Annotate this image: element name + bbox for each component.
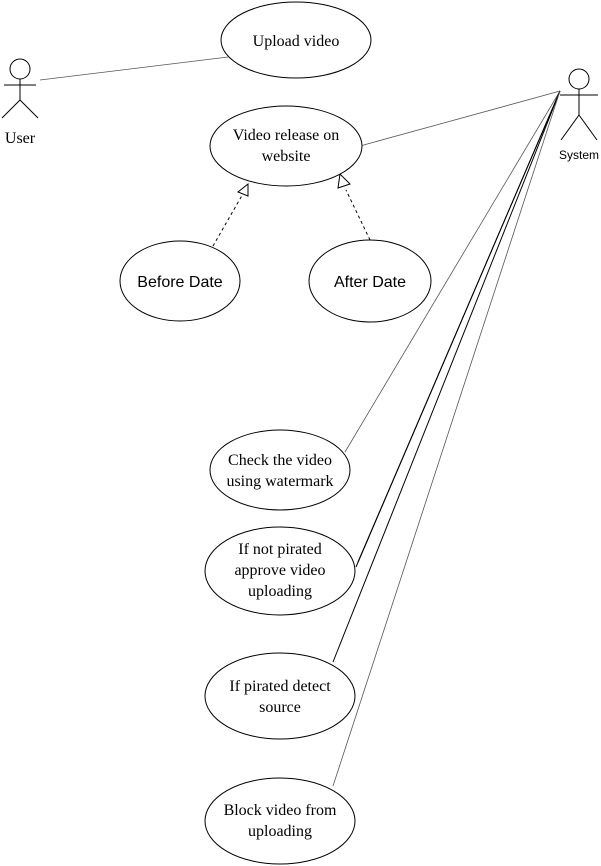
usecase-block-video-line1: Block video from: [224, 802, 337, 819]
usecase-not-pirated[interactable]: If not pirated approve video uploading: [204, 526, 356, 616]
assoc-system-block: [332, 90, 561, 787]
usecase-before-date[interactable]: Before Date: [119, 240, 241, 322]
usecase-video-release[interactable]: Video release on website: [209, 105, 363, 187]
system-label: System: [559, 148, 599, 162]
assoc-user-upload: [39, 56, 229, 81]
assoc-system-release: [359, 90, 561, 147]
usecase-check-watermark-line1: Check the video: [228, 452, 332, 469]
assoc-system-notpirated-b: [357, 90, 561, 563]
usecase-after-date[interactable]: After Date: [308, 239, 432, 323]
usecase-before-date-label: Before Date: [137, 274, 222, 291]
usecase-video-release-line1: Video release on: [233, 127, 340, 144]
usecase-not-pirated-line1: If not pirated: [238, 541, 322, 558]
usecase-after-date-label: After Date: [334, 274, 406, 291]
usecase-pirated-detect-line2: source: [259, 699, 301, 716]
assoc-system-check: [344, 90, 561, 453]
usecase-not-pirated-line2: approve video: [234, 562, 325, 579]
generalization-after: [345, 189, 371, 241]
user-label: User: [5, 130, 36, 147]
assoc-system-pirated: [332, 90, 561, 663]
usecase-block-video[interactable]: Block video from uploading: [204, 777, 356, 865]
usecase-block-video-line2: uploading: [248, 823, 312, 840]
usecase-not-pirated-line3: uploading: [248, 583, 312, 600]
usecase-upload-video[interactable]: Upload video: [220, 1, 372, 79]
arrowhead-before: [237, 182, 249, 197]
usecase-upload-video-label: Upload video: [253, 33, 340, 50]
system-actor[interactable]: System: [559, 68, 599, 162]
usecase-pirated-detect-line1: If pirated detect: [229, 678, 331, 695]
usecase-check-watermark-line2: using watermark: [226, 473, 333, 490]
usecase-video-release-line2: website: [262, 148, 311, 165]
arrowhead-after: [337, 172, 351, 189]
usecase-check-watermark[interactable]: Check the video using watermark: [209, 429, 351, 511]
usecase-pirated-detect[interactable]: If pirated detect source: [204, 652, 356, 740]
user-actor[interactable]: User: [1, 58, 39, 147]
generalization-before: [212, 191, 245, 247]
